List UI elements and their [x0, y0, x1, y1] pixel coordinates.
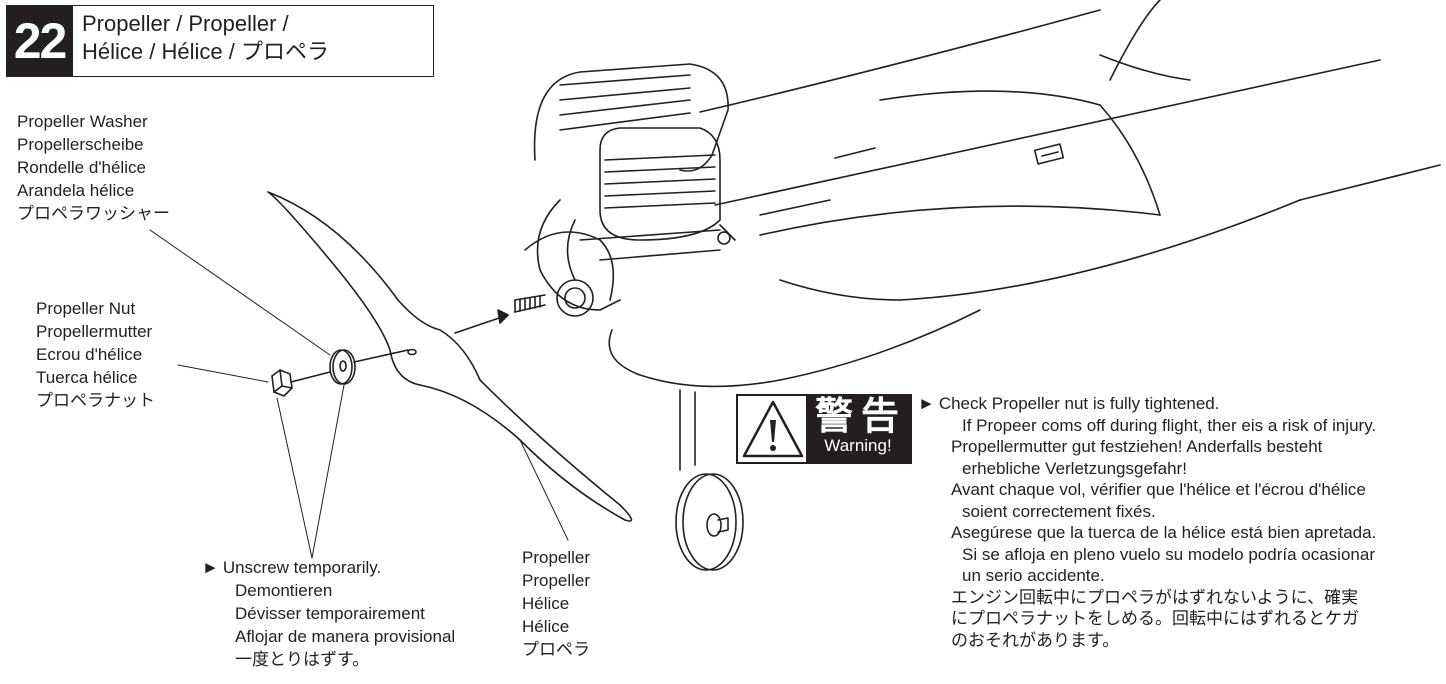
- propeller-hub-hole: [407, 348, 417, 356]
- engine-drawing: [514, 63, 736, 317]
- nut-label-de: Propellermutter: [36, 322, 153, 341]
- warning-line: エンジン回転中にプロペラがはずれないように、確実: [951, 587, 1359, 607]
- unscrew-line-en: Unscrew temporarily.: [222, 558, 382, 577]
- fuselage-drawing: [608, 0, 1441, 471]
- warning-text-block: ►Check Propeller nut is fully tightened.…: [918, 393, 1376, 651]
- step-title: Propeller / Propeller / Hélice / Hélice …: [82, 10, 329, 66]
- propeller-nut-label: Propeller Nut Propellermutter Ecrou d'hé…: [36, 297, 155, 412]
- wheel-drawing: [675, 473, 744, 571]
- assembly-arrow-line: [454, 315, 506, 334]
- unscrew-instruction: ►Unscrew temporarily. Demontieren Déviss…: [202, 556, 455, 671]
- step-number: 22: [6, 5, 73, 77]
- washer-label-de: Propellerscheibe: [17, 135, 144, 154]
- unscrew-line-es: Aflojar de manera provisional: [235, 627, 456, 646]
- nut-label-en: Propeller Nut: [36, 299, 136, 318]
- warning-line: Si se afloja en pleno vuelo su modelo po…: [962, 544, 1375, 564]
- propeller-label-fr: Hélice: [522, 594, 570, 613]
- propeller-label-es: Hélice: [522, 617, 570, 636]
- warning-triangle-icon: [742, 400, 804, 458]
- washer-label-en: Propeller Washer: [17, 112, 148, 131]
- step-title-line-2: Hélice / Hélice / プロペラ: [82, 39, 329, 64]
- propeller-nut-drawing: [271, 369, 293, 397]
- warning-line: un serio accidente.: [962, 566, 1105, 585]
- warning-line: Avant chaque vol, vérifier que l'hélice …: [951, 480, 1366, 499]
- washer-label-es: Arandela hélice: [17, 181, 135, 200]
- washer-axis-line: [353, 349, 409, 363]
- assembly-arrow-head: [497, 309, 509, 324]
- propeller-washer-label: Propeller Washer Propellerscheibe Rondel…: [17, 110, 170, 225]
- warning-marker-icon: ►: [918, 394, 935, 413]
- propeller-label-en: Propeller: [522, 548, 591, 567]
- warning-kanji: 警告: [814, 394, 907, 438]
- warning-line: Asegúrese que la tuerca de la hélice est…: [951, 523, 1377, 542]
- washer-label-fr: Rondelle d'hélice: [17, 158, 146, 177]
- propeller-label-de: Propeller: [522, 571, 591, 590]
- nut-axis-line: [290, 371, 331, 383]
- propeller-label-ja: プロペラ: [522, 640, 590, 659]
- propeller-label: Propeller Propeller Hélice Hélice プロペラ: [522, 546, 590, 661]
- warning-line: If Propeer coms off during flight, ther …: [962, 415, 1377, 435]
- warning-line: Check Propeller nut is fully tightened.: [938, 394, 1220, 413]
- nut-label-fr: Ecrou d'hélice: [36, 345, 143, 364]
- warning-line: にプロペラナットをしめる。回転中にはずれるとケガ: [951, 609, 1359, 628]
- warning-line: Propellermutter gut festziehen! Anderfal…: [951, 437, 1323, 456]
- warning-line: soient correctement fixés.: [962, 501, 1156, 521]
- warning-word: Warning!: [824, 436, 892, 455]
- unscrew-line-fr: Dévisser temporairement: [235, 604, 425, 623]
- washer-label-ja: プロペラワッシャー: [17, 204, 170, 223]
- propeller-drawing: [267, 191, 633, 522]
- step-title-line-1: Propeller / Propeller /: [82, 11, 289, 36]
- unscrew-marker-icon: ►: [202, 558, 219, 577]
- propeller-washer-drawing: [329, 349, 356, 385]
- unscrew-line-de: Demontieren: [235, 581, 333, 600]
- warning-line: erhebliche Verletzungsgefahr!: [962, 458, 1187, 478]
- unscrew-line-ja: 一度とりはずす。: [235, 650, 370, 669]
- step-header-box: [6, 5, 434, 77]
- nut-label-ja: プロペラナット: [36, 391, 155, 410]
- warning-label-panel: 警告 Warning!: [806, 396, 910, 462]
- nut-label-es: Tuerca hélice: [36, 368, 138, 387]
- leader-lines: [149, 229, 569, 559]
- warning-line: のおそれがあります。: [951, 630, 1120, 650]
